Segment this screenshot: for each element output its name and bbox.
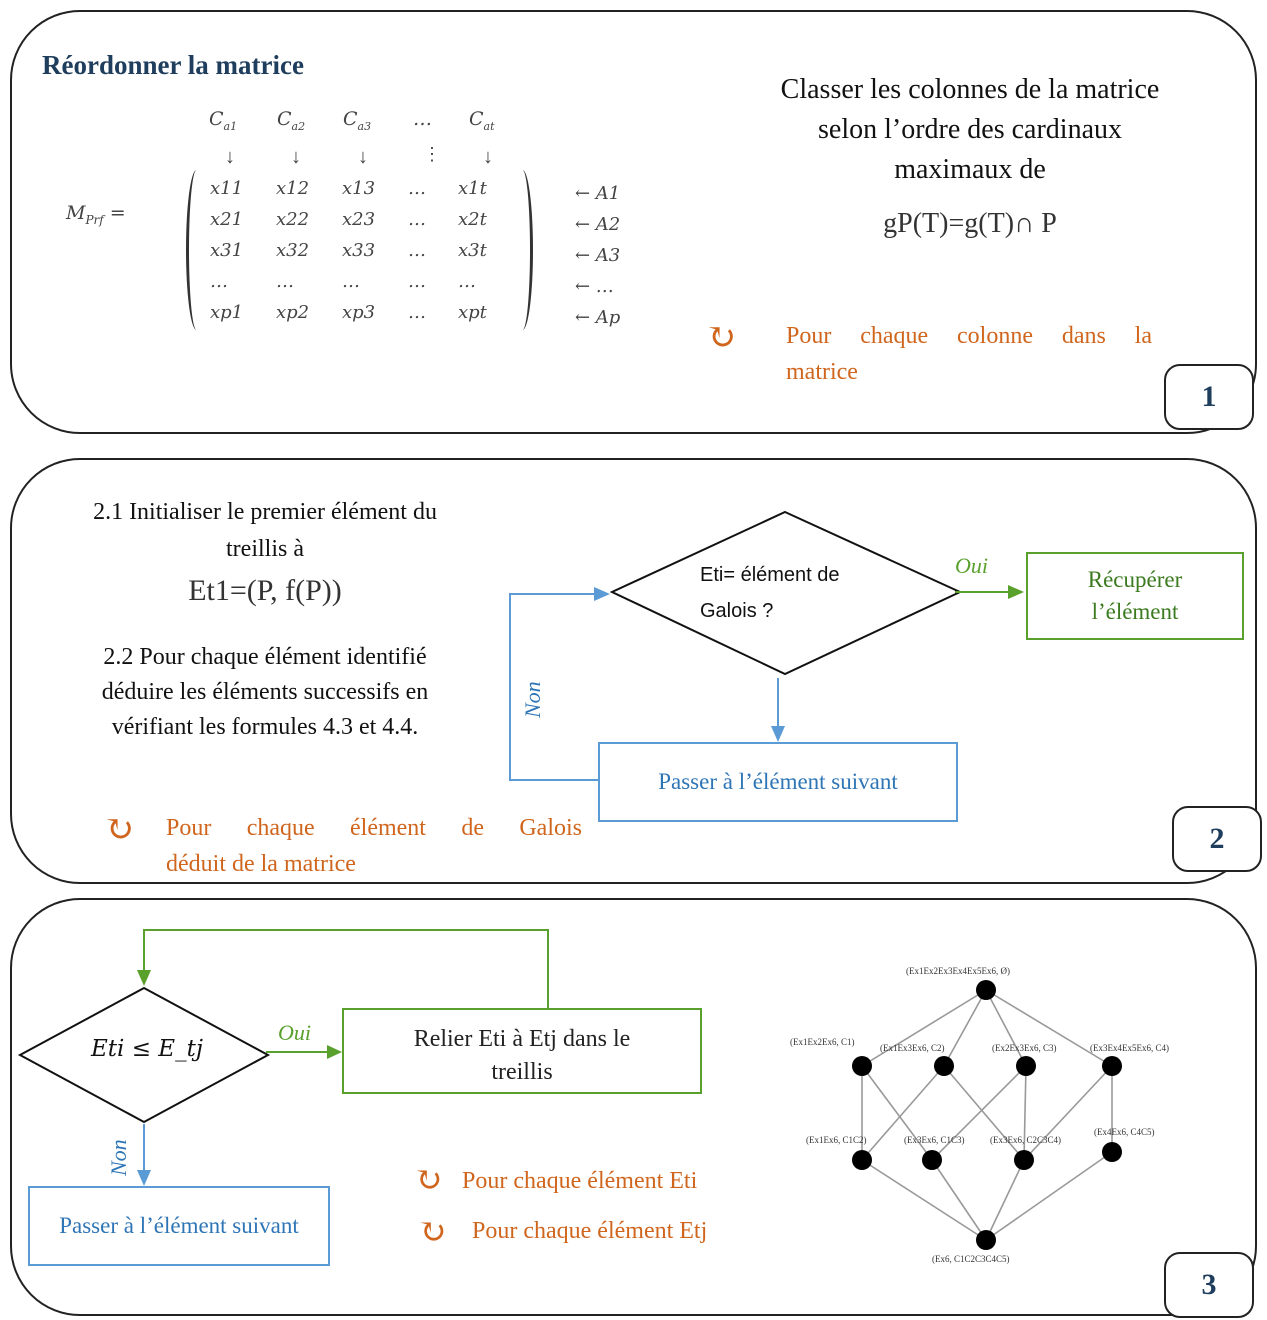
lattice-label: (Ex1Ex3Ex6, C2) — [880, 1043, 945, 1053]
lattice-label: (Ex2Ex3Ex6, C3) — [992, 1043, 1057, 1053]
loop-icon: ↻ — [104, 809, 135, 849]
matrix-column-headers: Ca1 Ca2 Ca3 … Cat ↓ ↓ ↓ ⋮ ↓ — [205, 108, 535, 178]
link-elements-box: Relier Eti à Etj dans le treillis — [342, 1008, 702, 1094]
matrix-left-paren — [186, 170, 207, 330]
matrix-right-paren — [512, 170, 533, 330]
desc-line: selon l’ordre des cardinaux — [818, 114, 1122, 145]
matrix-row-labels: ← A1 ← A2 ← A3 ← … ← Ap — [575, 178, 620, 333]
panel-2-loop-text: Pour chaque élément de Galois déduit de … — [166, 815, 582, 877]
down-arrow-icon: ↓ — [225, 146, 235, 168]
panel-1-number: 1 — [1164, 364, 1254, 430]
down-arrow-icon: ↓ — [358, 146, 368, 168]
matrix-col-header: Ca2 — [277, 108, 306, 133]
panel-1-description: Classer les colonnes de la matrice selon… — [720, 70, 1220, 190]
lattice-label: (Ex3Ex6, C1C3) — [904, 1135, 965, 1145]
lattice-label: (Ex1Ex6, C1C2) — [806, 1135, 867, 1145]
next-element-box: Passer à l’élément suivant — [598, 742, 958, 822]
lattice-node — [1102, 1056, 1122, 1076]
row-label: ← A1 — [575, 183, 621, 204]
panel-1-formula: gP(T)=g(T)∩ P — [883, 208, 1057, 239]
lattice-label-bottom: (Ex6, C1C2C3C4C5) — [932, 1254, 1010, 1264]
panel-1 — [10, 10, 1257, 434]
loop-eti-text: Pour chaque élément Eti — [462, 1168, 698, 1194]
order-decision-label: Eti ≤ E_tj — [91, 1036, 203, 1062]
panel-3-number: 3 — [1164, 1252, 1254, 1318]
panel-1-loop-text: Pour chaque colonne dans la matrice — [786, 323, 1152, 385]
loop-icon: ↻ — [418, 1214, 447, 1251]
step-2-2-text: 2.2 Pour chaque élément identifié déduir… — [101, 644, 429, 740]
down-arrow-icon: ↓ — [291, 146, 301, 168]
panel-2-number: 2 — [1172, 806, 1262, 872]
panel-3-yes-label: Oui — [278, 1020, 311, 1045]
down-arrow-icon: ↓ — [483, 146, 493, 168]
lattice-edges — [861, 989, 1113, 1241]
row-label: ← A2 — [575, 214, 621, 235]
matrix-col-header: Ca1 — [209, 108, 238, 133]
yes-arrowhead — [1008, 585, 1024, 599]
loop-icon: ↻ — [414, 1162, 443, 1199]
row-label: ← … — [575, 276, 614, 297]
lattice-label: (Ex4Ex6, C4C5) — [1094, 1127, 1155, 1137]
panel-2-yes-label: Oui — [955, 553, 988, 578]
lattice-node — [1014, 1150, 1034, 1170]
no-loop-line — [509, 593, 598, 781]
lattice-node — [976, 1230, 996, 1250]
matrix-lhs: MPrf = — [66, 202, 126, 227]
vertical-dots-icon: ⋮ — [423, 144, 441, 164]
desc-line: maximaux de — [894, 154, 1046, 185]
yes-arrowhead — [327, 1045, 342, 1059]
step-2-1-text: 2.1 Initialiser le premier élément du tr… — [93, 499, 437, 562]
lattice-node — [976, 980, 996, 1000]
lattice-node — [1102, 1142, 1122, 1162]
lattice-label: (Ex1Ex2Ex6, C1) — [790, 1037, 855, 1047]
lattice-label: (Ex3Ex4Ex5Ex6, C4) — [1090, 1043, 1169, 1053]
loop-etj-text: Pour chaque élément Etj — [472, 1218, 708, 1244]
galois-decision-label: Eti= élément de Galois ? — [700, 564, 840, 622]
lattice-node — [934, 1056, 954, 1076]
galois-decision-diamond — [609, 510, 963, 676]
feedback-loop-line — [143, 929, 549, 1008]
next-element-box-3: Passer à l’élément suivant — [28, 1186, 330, 1266]
row-label: ← Ap — [575, 307, 621, 328]
matrix-col-header: … — [413, 108, 432, 130]
no-loop-arrowhead — [594, 587, 610, 601]
matrix-col-header: Cat — [469, 108, 495, 133]
lattice-node — [852, 1056, 872, 1076]
lattice-node — [922, 1150, 942, 1170]
row-label: ← A3 — [575, 245, 621, 266]
matrix-col-header: Ca3 — [343, 108, 372, 133]
desc-line: Classer les colonnes de la matrice — [780, 74, 1160, 105]
step-2-1-formula: Et1=(P, f(P)) — [188, 574, 342, 607]
lattice-label: (Ex3Ex6, C2C3C4) — [990, 1135, 1061, 1145]
feedback-arrowhead — [137, 970, 151, 986]
loop-icon: ↻ — [706, 317, 737, 357]
order-decision-diamond — [17, 986, 271, 1124]
panel-1-title: Réordonner la matrice — [42, 50, 304, 80]
no-arrowhead — [137, 1170, 151, 1186]
down-arrowhead — [771, 726, 785, 742]
lattice-label-top: (Ex1Ex2Ex3Ex4Ex5Ex6, Ø) — [906, 966, 1010, 976]
lattice-node — [1016, 1056, 1036, 1076]
lattice-node — [852, 1150, 872, 1170]
